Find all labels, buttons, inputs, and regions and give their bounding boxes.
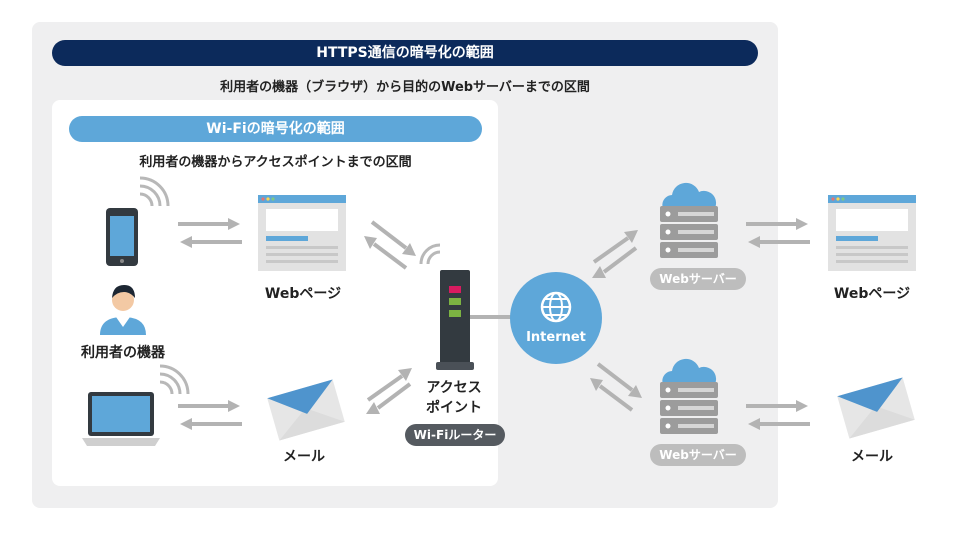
webpage-label-left: Webページ bbox=[264, 286, 342, 302]
webpage-label-right: Webページ bbox=[833, 286, 911, 302]
access-point-label-line2: ポイント bbox=[426, 400, 482, 416]
internet-label: Internet bbox=[526, 330, 586, 345]
access-point-label-line1: アクセス bbox=[426, 380, 482, 396]
mail-label-left: メール bbox=[283, 449, 325, 465]
user-device-label: 利用者の機器 bbox=[81, 345, 165, 361]
wifi-router-badge: Wi-Fiルーター bbox=[405, 424, 505, 446]
mail-label-right: メール bbox=[851, 449, 893, 465]
web-server-badge-bottom: Webサーバー bbox=[650, 444, 746, 466]
https-scope-title: HTTPS通信の暗号化の範囲 bbox=[52, 40, 758, 66]
arrows-laptop-mail bbox=[178, 400, 242, 430]
arrows-internet-server-bottom bbox=[590, 362, 642, 412]
internet-node bbox=[510, 272, 602, 364]
mail-icon-right bbox=[837, 377, 915, 439]
smartphone-icon bbox=[106, 176, 170, 266]
laptop-icon bbox=[82, 364, 190, 446]
wifi-scope-title: Wi-Fiの暗号化の範囲 bbox=[69, 116, 482, 142]
router-icon bbox=[419, 243, 474, 370]
https-scope-subtitle: 利用者の機器（ブラウザ）から目的のWebサーバーまでの区間 bbox=[220, 80, 590, 95]
webpage-icon-right bbox=[828, 195, 916, 271]
user-icon bbox=[100, 285, 146, 335]
arrows-mail-accesspoint bbox=[366, 368, 412, 414]
arrows-internet-server-top bbox=[592, 230, 638, 278]
globe-icon bbox=[540, 291, 572, 323]
access-point-label: アクセス ポイント bbox=[404, 378, 504, 418]
cloud-server-icon-bottom bbox=[660, 358, 718, 434]
cloud-server-icon-top bbox=[660, 182, 718, 258]
arrows-server-webpage-right bbox=[746, 218, 810, 248]
arrows-phone-webpage bbox=[178, 218, 242, 248]
arrows-server-mail-right bbox=[746, 400, 810, 430]
mail-icon bbox=[267, 379, 345, 441]
web-server-badge-top: Webサーバー bbox=[650, 268, 746, 290]
arrows-webpage-accesspoint bbox=[364, 220, 416, 270]
wifi-scope-subtitle: 利用者の機器からアクセスポイントまでの区間 bbox=[139, 155, 412, 170]
webpage-icon bbox=[258, 195, 346, 271]
